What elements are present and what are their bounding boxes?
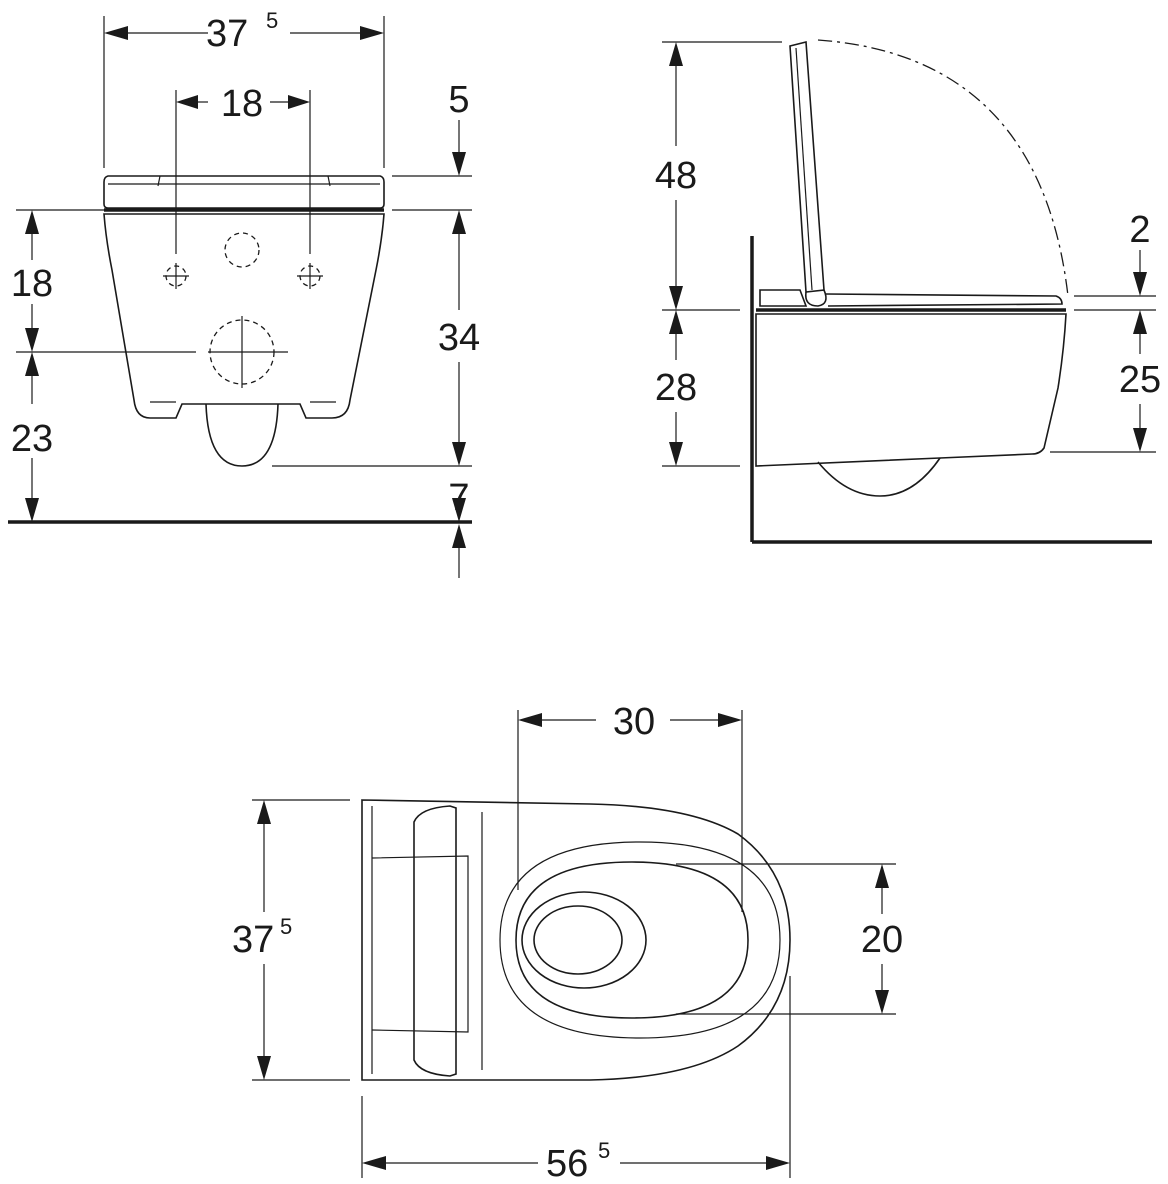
top-dimensions: 30 37 5 20 56 5 [232, 701, 903, 1184]
top-seat-band [413, 805, 457, 1077]
dim-rim-height: 25 [1119, 359, 1161, 401]
dim-fixing-height: 18 [11, 263, 53, 305]
dim-body-height: 28 [655, 367, 697, 409]
dim-opening-width: 20 [861, 919, 903, 961]
front-view [8, 175, 472, 524]
top-bowl-opening [515, 861, 749, 1019]
top-view [361, 799, 791, 1081]
dim-outlet-height: 23 [11, 418, 53, 460]
side-view [750, 39, 1152, 544]
front-bowl-body [103, 213, 385, 419]
dim-front-width: 37 [206, 13, 248, 55]
dim-seat-height: 5 [448, 79, 469, 121]
dim-top-width-sup: 5 [280, 914, 292, 939]
top-seat-ring [499, 841, 781, 1039]
side-dimensions: 48 28 2 25 [655, 41, 1161, 467]
fixing-point-left [163, 263, 189, 289]
dim-top-width: 37 [232, 919, 274, 961]
front-outlet [205, 403, 279, 467]
dim-opening-length: 30 [613, 701, 655, 743]
dim-seat-offset: 2 [1129, 209, 1150, 251]
dim-lid-height: 48 [655, 155, 697, 197]
water-inlet [224, 232, 260, 268]
side-seat [825, 293, 1063, 307]
side-lid-open [789, 40, 825, 293]
front-seat-plate [103, 175, 385, 209]
dim-bowl-height: 34 [438, 317, 480, 359]
side-bowl-body [755, 313, 1067, 467]
top-bowl-outline [361, 799, 791, 1081]
dim-fixing-spacing: 18 [221, 83, 263, 125]
dim-front-width-sup: 5 [266, 8, 278, 33]
lid-swing-arc [817, 39, 1069, 297]
dim-top-length-sup: 5 [598, 1138, 610, 1163]
dim-top-length: 56 [546, 1143, 588, 1184]
front-dimensions: 37 5 18 5 34 7 18 23 [11, 8, 480, 578]
dim-floor-gap: 7 [448, 477, 469, 519]
fixing-point-right [297, 263, 323, 289]
